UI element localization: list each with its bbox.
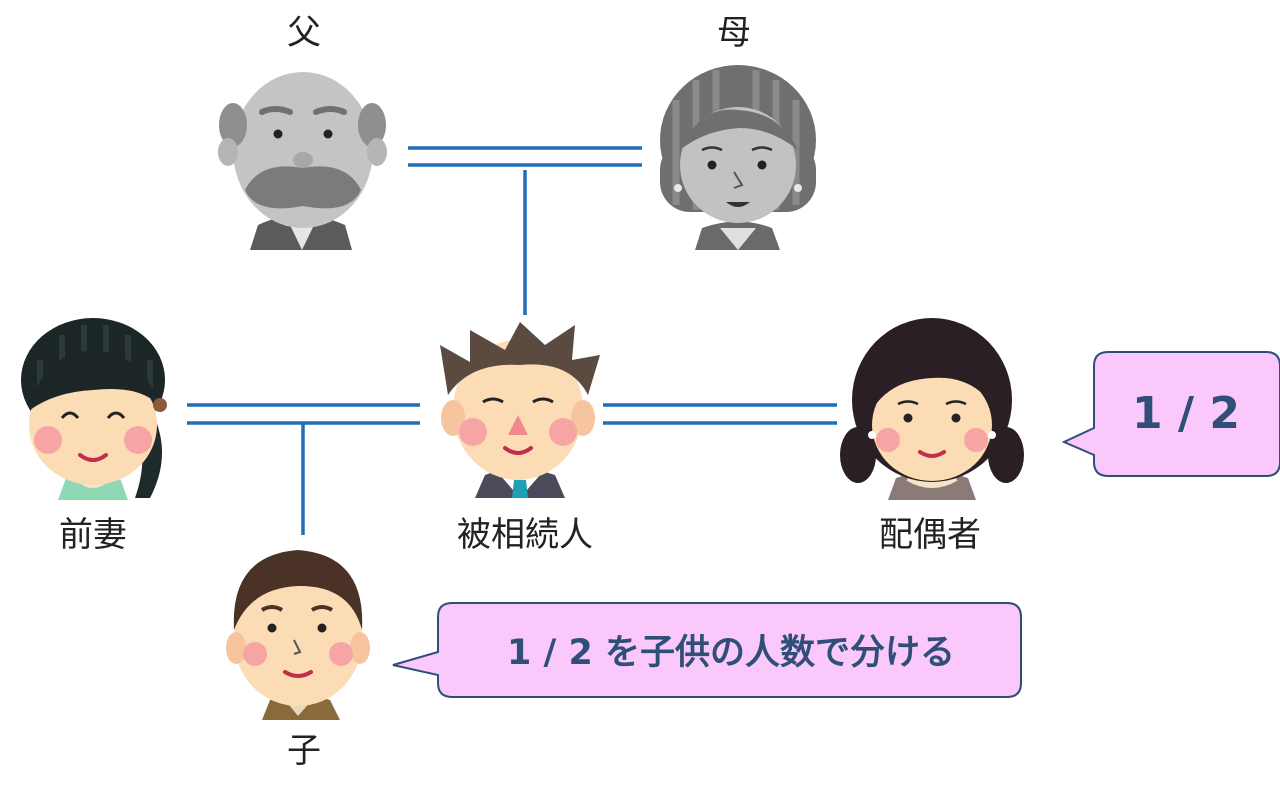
child-avatar	[226, 550, 370, 720]
mother-label: 母	[717, 13, 751, 53]
ex-wife-label: 前妻	[59, 515, 127, 555]
spouse-share-text: 1 / 2	[1132, 388, 1240, 439]
child-label: 子	[287, 731, 321, 771]
child-share-text: 1 / 2 を子供の人数で分ける	[507, 633, 955, 673]
father-label: 父	[287, 13, 321, 53]
ex-wife-avatar	[21, 318, 167, 500]
mother-avatar	[660, 65, 816, 250]
spouse-share-callout: 1 / 2	[1061, 351, 1280, 477]
deceased-avatar	[440, 322, 600, 498]
spouse-label: 配偶者	[879, 515, 981, 555]
deceased-label: 被相続人	[457, 515, 593, 555]
father-avatar	[218, 72, 387, 250]
spouse-avatar	[840, 318, 1024, 500]
connectors	[187, 146, 837, 535]
child-share-callout: 1 / 2 を子供の人数で分ける	[392, 602, 1022, 698]
